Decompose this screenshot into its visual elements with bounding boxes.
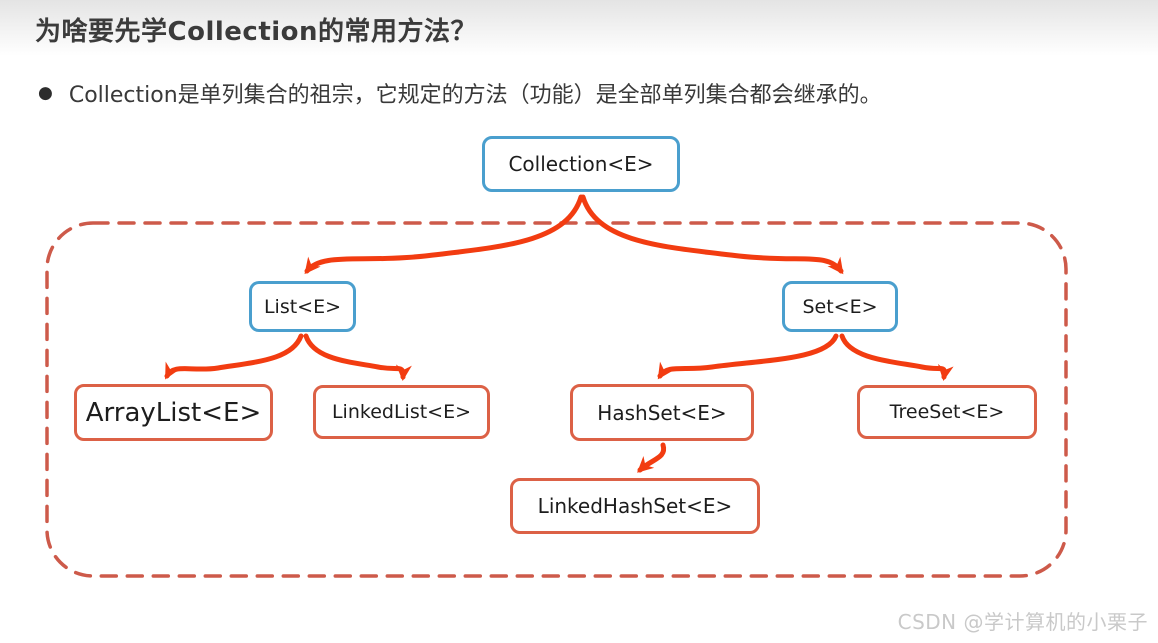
node-arraylist: ArrayList<E> (74, 384, 273, 441)
bullet-icon: ● (38, 82, 53, 103)
node-treeset-label: TreeSet<E> (889, 401, 1005, 423)
node-linkedlist-label: LinkedList<E> (331, 401, 472, 423)
edge-collection-list (304, 194, 584, 275)
edge-hashset-linkedhashset (637, 442, 667, 473)
edge-set-hashset (657, 333, 839, 380)
edge-list-arraylist (164, 333, 304, 380)
bullet-text: Collection是单列集合的祖宗，它规定的方法（功能）是全部单列集合都会继承… (68, 83, 882, 108)
header-gradient-band (0, 0, 1158, 56)
node-collection-label: Collection<E> (508, 152, 654, 176)
bullet-line: ● Collection是单列集合的祖宗，它规定的方法（功能）是全部单列集合都会… (38, 77, 882, 109)
node-linkedhashset-label: LinkedHashSet<E> (537, 494, 733, 518)
node-linkedhashset: LinkedHashSet<E> (510, 478, 760, 534)
edge-set-treeset (839, 333, 954, 381)
node-collection: Collection<E> (482, 136, 680, 192)
node-linkedlist: LinkedList<E> (313, 385, 490, 439)
node-set: Set<E> (782, 281, 898, 332)
node-treeset: TreeSet<E> (857, 385, 1037, 439)
node-set-label: Set<E> (802, 295, 878, 318)
node-hashset-label: HashSet<E> (597, 400, 727, 425)
page-title: 为啥要先学Collection的常用方法？ (35, 17, 478, 47)
edge-collection-set (580, 194, 844, 275)
node-hashset: HashSet<E> (570, 384, 754, 441)
node-arraylist-label: ArrayList<E> (85, 397, 262, 428)
watermark: CSDN @学计算机的小栗子 (897, 610, 1148, 634)
node-list: List<E> (249, 281, 356, 332)
node-list-label: List<E> (263, 295, 342, 318)
edge-list-linkedlist (303, 333, 412, 381)
